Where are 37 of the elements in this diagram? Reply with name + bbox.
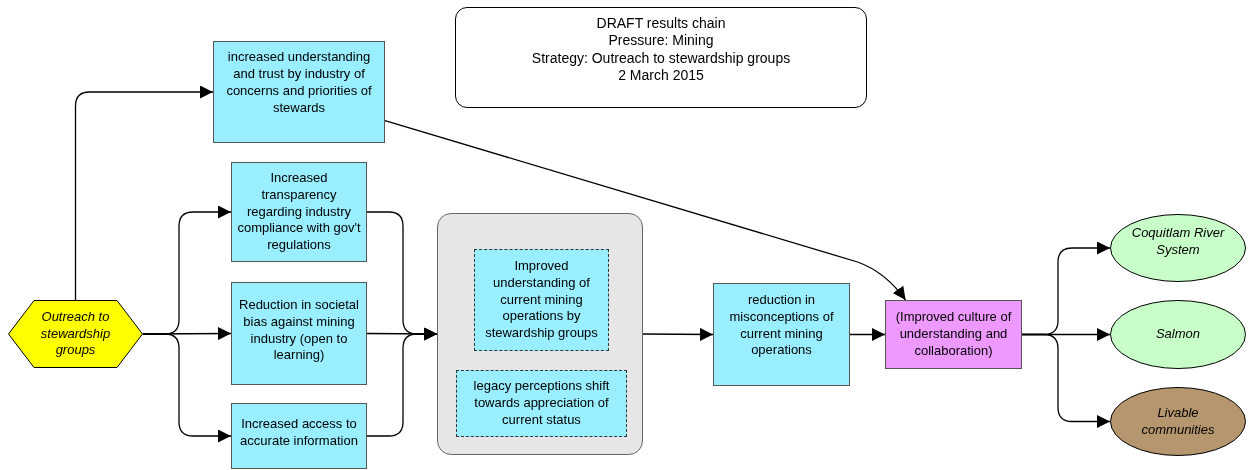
arrow: [384, 119, 907, 301]
target-ellipse: [1110, 300, 1246, 369]
target-ellipse: [1110, 387, 1246, 456]
result-box: [713, 283, 850, 386]
arrow: [1021, 333, 1111, 428]
title-line: Pressure: Mining: [608, 32, 714, 50]
node-label: Salmon: [1155, 326, 1201, 343]
title-line: Strategy: Outreach to stewardship groups: [531, 49, 791, 67]
result-box: [213, 41, 385, 143]
target-ellipse: [1110, 214, 1246, 282]
node-label: Improved understanding of current mining operations by stewardship groups: [484, 257, 599, 343]
dashed-result-box: [474, 249, 609, 351]
arrow: [74, 85, 214, 301]
node-label: increased understanding and trust by industry of concerns and priorities of stewards: [225, 49, 373, 117]
node-label: Coquitlam River System: [1130, 225, 1226, 259]
dashed-result-box: [456, 370, 627, 437]
node-label: Livable communities: [1140, 404, 1216, 439]
arrow: [849, 328, 886, 341]
title-box: [455, 7, 867, 108]
group-box: [437, 213, 643, 455]
node-label: Increased transparency regarding industry compliance with gov't regulations: [236, 169, 362, 255]
node-label: legacy perceptions shift towards appreciation of current status: [472, 378, 611, 429]
node-label: Outreach to stewardship groups: [39, 308, 112, 360]
arrow: [366, 327, 438, 437]
node-label: (Improved culture of understanding and collaboration): [894, 309, 1013, 360]
title-line: DRAFT results chain: [596, 14, 726, 32]
arrow: [642, 327, 714, 341]
node-label: Reduction in societal bias against mining industry (open to learning): [238, 296, 360, 365]
node-label: Increased access to accurate information: [239, 416, 359, 450]
title-line: 2 March 2015: [618, 67, 704, 85]
result-box: [231, 282, 367, 385]
result-box: [231, 403, 367, 469]
intermediate-result-box: [885, 300, 1022, 369]
strategy-hexagon: [8, 300, 143, 368]
result-box: [231, 162, 367, 262]
node-label: reduction in misconceptions of current mining operations: [728, 291, 835, 360]
arrow: [142, 333, 232, 443]
